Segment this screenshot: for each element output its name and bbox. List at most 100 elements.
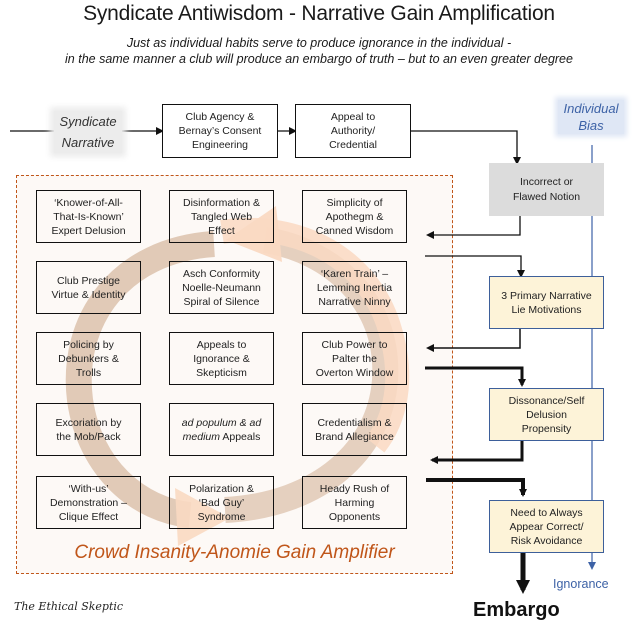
cell-line: Asch Conformity	[182, 267, 260, 280]
cell-line: medium Appeals	[182, 430, 261, 443]
cell-line: Palter the	[332, 352, 377, 365]
box-text-line: Dissonance/Self	[508, 394, 585, 407]
subtitle-line-1: Just as individual habits serve to produ…	[126, 36, 512, 50]
ignorance-label: Ignorance	[553, 577, 609, 591]
subtitle-line-2: in the same manner a club will produce a…	[65, 52, 573, 66]
cell-line: Overton Window	[315, 366, 394, 379]
cell-line: Tangled Web	[190, 210, 253, 223]
amplifier-cell: ‘Knower-of-All-That-Is-Known’Expert Delu…	[36, 190, 141, 243]
box-text-line: Engineering	[191, 139, 249, 151]
cell-line: ‘Karen Train’ –	[320, 267, 389, 280]
appeal-to-authority-box: Appeal to Authority/ Credential	[295, 104, 411, 158]
need-to-appear-correct-box: Need to Always Appear Correct/ Risk Avoi…	[489, 500, 604, 553]
box-text-line: Propensity	[521, 422, 572, 435]
cell-line: Brand Allegiance	[315, 430, 394, 443]
amplifier-cell: Polarization &‘Bad Guy’Syndrome	[169, 476, 274, 529]
cell-line: Canned Wisdom	[315, 224, 394, 237]
cell-line: Debunkers &	[58, 352, 119, 365]
box-text-line: Lie Motivations	[511, 303, 582, 316]
cell-line: Apothegm &	[325, 210, 384, 223]
box-text-line: Bernay’s Consent	[178, 125, 262, 137]
signature: The Ethical Skeptic	[14, 600, 124, 613]
box-text-line: Appeal to	[330, 111, 376, 123]
cell-line: Opponents	[328, 510, 381, 523]
cell-line: Spiral of Silence	[183, 295, 260, 308]
cell-line: Harming	[334, 496, 375, 509]
box-text-line: Risk Avoidance	[510, 534, 583, 547]
cell-line: Heady Rush of	[319, 482, 390, 495]
cell-line: Ignorance &	[193, 352, 250, 365]
diagram-title: Syndicate Antiwisdom - Narrative Gain Am…	[83, 2, 555, 25]
cycle-arrow-icon	[65, 206, 410, 546]
amplifier-cell-text: Polarization &‘Bad Guy’Syndrome	[189, 482, 254, 524]
narrative-lie-motivations-box: 3 Primary Narrative Lie Motivations	[489, 276, 604, 329]
syndicate-narrative-line-1: Syndicate	[59, 114, 117, 129]
cell-line: ‘With-us’	[68, 482, 109, 495]
cell-line: ad populum & ad	[181, 416, 262, 429]
cell-line: Club Power to	[321, 338, 388, 351]
box-text-line: 3 Primary Narrative	[501, 289, 592, 302]
cell-line: Effect	[208, 224, 235, 237]
individual-bias-label: Individual Bias	[558, 100, 624, 134]
cell-line: Credentialism &	[317, 416, 392, 429]
bias-line-1: Individual	[563, 101, 619, 116]
club-agency-box: Club Agency & Bernay’s Consent Engineeri…	[162, 104, 278, 158]
cell-line: Polarization &	[189, 482, 254, 495]
cell-line: ‘Knower-of-All-	[54, 196, 123, 209]
cell-line: Excoriation by	[55, 416, 122, 429]
box-text-line: Delusion	[526, 408, 567, 421]
embargo-label: Embargo	[473, 599, 560, 621]
dissonance-box: Dissonance/Self Delusion Propensity	[489, 388, 604, 441]
syndicate-narrative-line-2: Narrative	[61, 135, 115, 150]
cell-line: Lemming Inertia	[316, 281, 393, 294]
cell-line: Expert Delusion	[51, 224, 126, 237]
cell-line: ‘Bad Guy’	[198, 496, 245, 509]
box-text-line: Appear Correct/	[509, 520, 584, 533]
amplifier-cell: ‘With-us’Demonstration –Clique Effect	[36, 476, 141, 529]
amplifier-cell-text: ‘Knower-of-All-That-Is-Known’Expert Delu…	[51, 196, 125, 238]
box-text-line: Flawed Notion	[512, 190, 581, 203]
box-text-line: Credential	[329, 139, 377, 151]
cell-line: Appeals to	[196, 338, 247, 351]
cell-line: Clique Effect	[58, 510, 119, 523]
amplifier-cell-text: Credentialism &Brand Allegiance	[315, 416, 394, 444]
cell-line: Skepticism	[196, 366, 247, 379]
cell-line: Narrative Ninny	[318, 295, 391, 308]
box-text-line: Need to Always	[510, 506, 583, 519]
cell-line: Club Prestige	[56, 274, 121, 287]
cell-line: the Mob/Pack	[56, 430, 121, 443]
cell-line: Virtue & Identity	[51, 288, 126, 301]
amplifier-label: Crowd Insanity-Anomie Gain Amplifier	[74, 542, 395, 563]
cell-line: Syndrome	[197, 510, 246, 523]
cell-line: Trolls	[75, 366, 102, 379]
cell-line: Simplicity of	[326, 196, 383, 209]
bias-line-2: Bias	[578, 118, 604, 133]
amplifier-cell: Credentialism &Brand Allegiance	[302, 403, 407, 456]
syndicate-narrative-label: Syndicate Narrative	[54, 111, 122, 153]
box-text-line: Club Agency &	[185, 111, 255, 123]
cell-line: Disinformation &	[182, 196, 261, 209]
cell-line: Policing by	[63, 338, 114, 351]
cell-line: That-Is-Known’	[53, 210, 124, 223]
amplifier-cell-text: ‘With-us’Demonstration –Clique Effect	[50, 482, 127, 524]
